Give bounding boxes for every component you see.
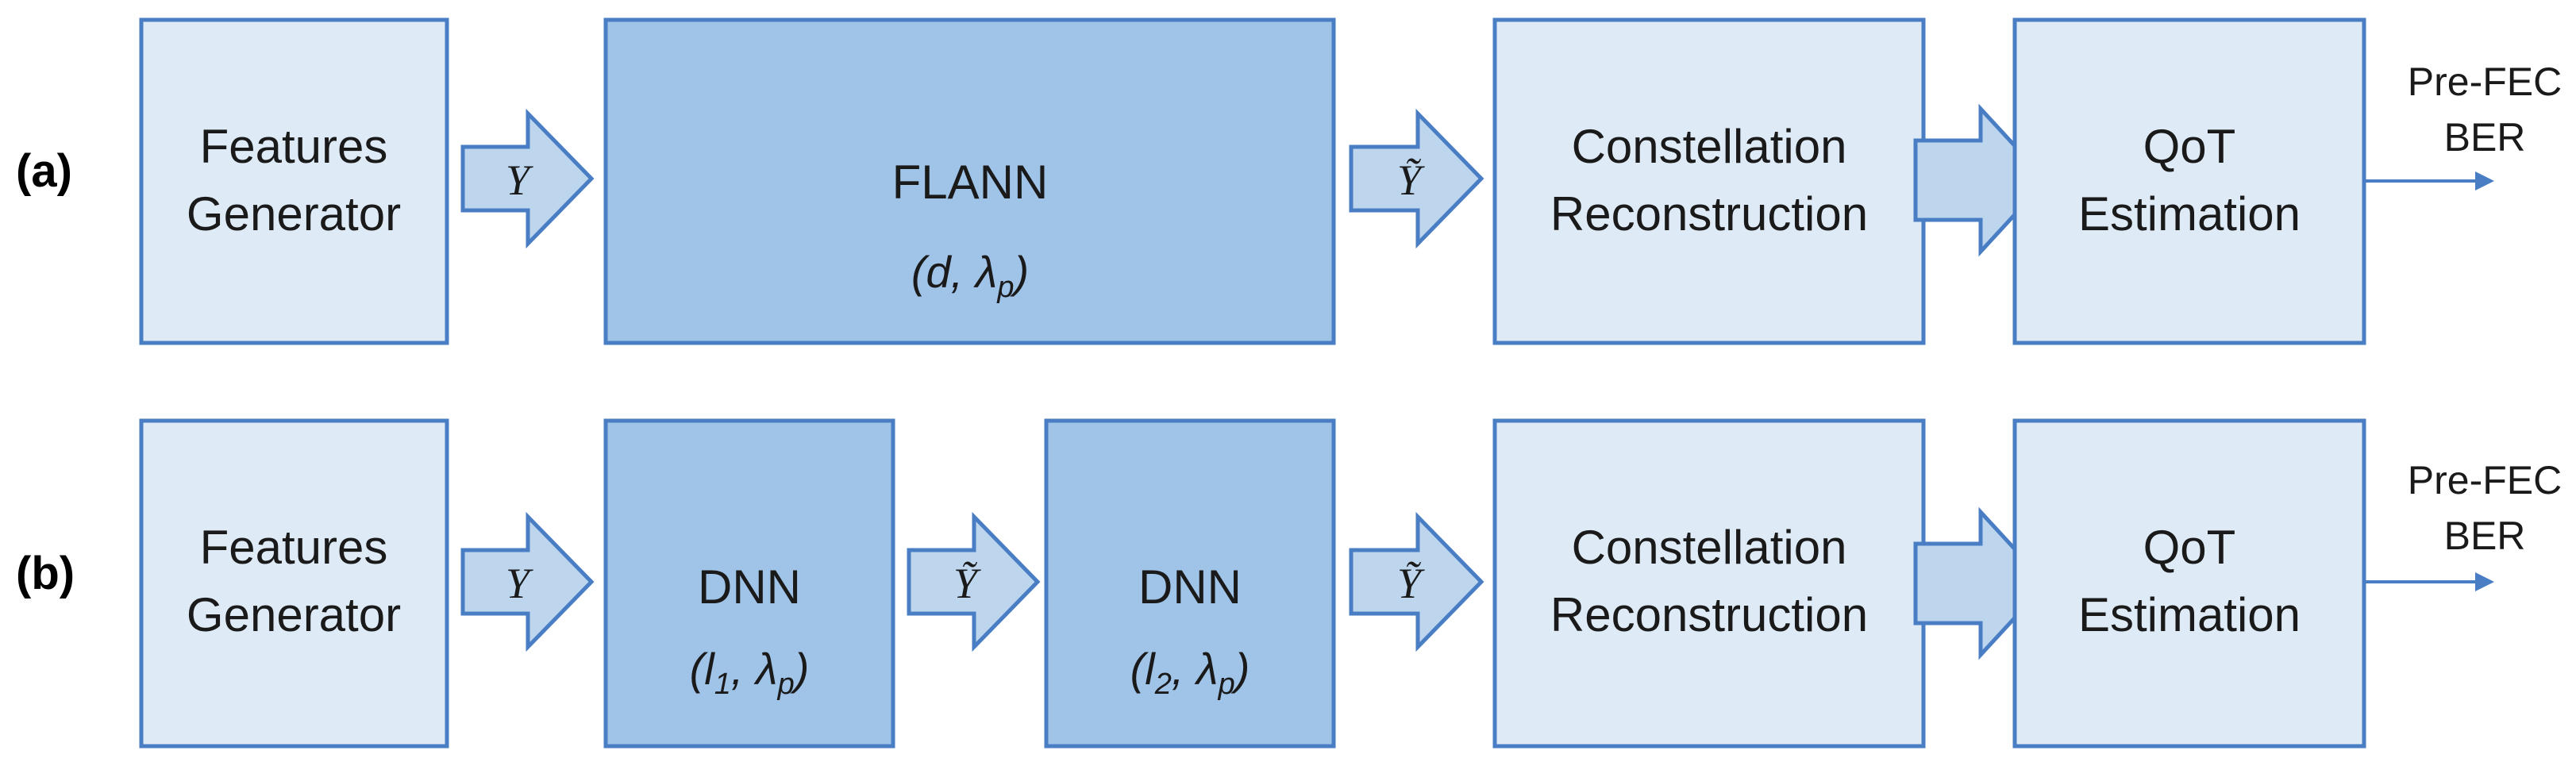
row-b-dnn1-title: DNN xyxy=(698,560,801,614)
row-b-features-generator-box: Features Generator xyxy=(139,418,449,749)
row-a-output-line1: Pre-FEC xyxy=(2408,60,2562,104)
row-a-qot-line2: Estimation xyxy=(2078,187,2301,241)
row-a-arrow-y-label: Y xyxy=(506,156,533,204)
row-b-output-line2: BER xyxy=(2444,514,2526,558)
row-b-constellation-box: Constellation Reconstruction xyxy=(1492,418,1926,749)
row-b-arrow-y-tilde-1-label: Ỹ xyxy=(953,560,981,607)
row-b-dnn2-box: DNN (l2, λp) xyxy=(1044,418,1336,749)
row-a-arrow-y-tilde-label: Ỹ xyxy=(1397,156,1425,204)
row-b-constellation-line1: Constellation xyxy=(1572,521,1847,574)
row-a-output: Pre-FEC BER xyxy=(2364,60,2562,191)
row-a-qot-box: QoT Estimation xyxy=(2012,17,2366,345)
row-a-constellation-box: Constellation Reconstruction xyxy=(1492,17,1926,345)
row-b-features-line1: Features xyxy=(200,521,388,574)
row-b-output-line1: Pre-FEC xyxy=(2408,458,2562,502)
row-a-constellation-line1: Constellation xyxy=(1572,120,1847,173)
row-a-qot-line1: QoT xyxy=(2143,120,2236,173)
row-b-arrow-y-tilde-2: Ỹ xyxy=(1349,511,1484,652)
row-b-qot-line2: Estimation xyxy=(2078,588,2301,641)
row-a-features-line2: Generator xyxy=(187,187,401,241)
row-a-features-line1: Features xyxy=(200,120,388,173)
row-a: (a) Features Generator Y FLANN (d, λp) Ỹ… xyxy=(16,17,2562,345)
row-a-arrow-y: Y xyxy=(460,108,595,249)
row-b-arrow-y: Y xyxy=(460,511,595,652)
row-a-flann-box: FLANN (d, λp) xyxy=(603,17,1336,345)
row-a-output-line2: BER xyxy=(2444,115,2526,160)
row-b: (b) Features Generator Y DNN (l1, λp) Ỹ … xyxy=(16,418,2562,749)
row-b-arrow-y-tilde-2-label: Ỹ xyxy=(1397,560,1425,607)
row-b-dnn2-param: (l2, λp) xyxy=(1130,644,1250,701)
row-b-qot-line1: QoT xyxy=(2143,521,2236,574)
row-a-label: (a) xyxy=(16,145,72,197)
row-b-arrow-y-label: Y xyxy=(506,560,533,607)
row-b-label: (b) xyxy=(16,548,75,599)
row-b-output: Pre-FEC BER xyxy=(2364,458,2562,591)
row-b-constellation-line2: Reconstruction xyxy=(1550,588,1868,641)
row-b-arrow-y-tilde-1: Ỹ xyxy=(907,511,1041,652)
row-b-qot-box: QoT Estimation xyxy=(2012,418,2366,749)
row-a-constellation-line2: Reconstruction xyxy=(1550,187,1868,241)
row-a-features-generator-box: Features Generator xyxy=(139,17,449,345)
row-b-dnn1-box: DNN (l1, λp) xyxy=(603,418,895,749)
row-b-features-line2: Generator xyxy=(187,588,401,641)
row-b-dnn2-title: DNN xyxy=(1138,560,1242,614)
row-a-flann-title: FLANN xyxy=(892,156,1049,209)
row-a-arrow-y-tilde: Ỹ xyxy=(1349,108,1484,249)
